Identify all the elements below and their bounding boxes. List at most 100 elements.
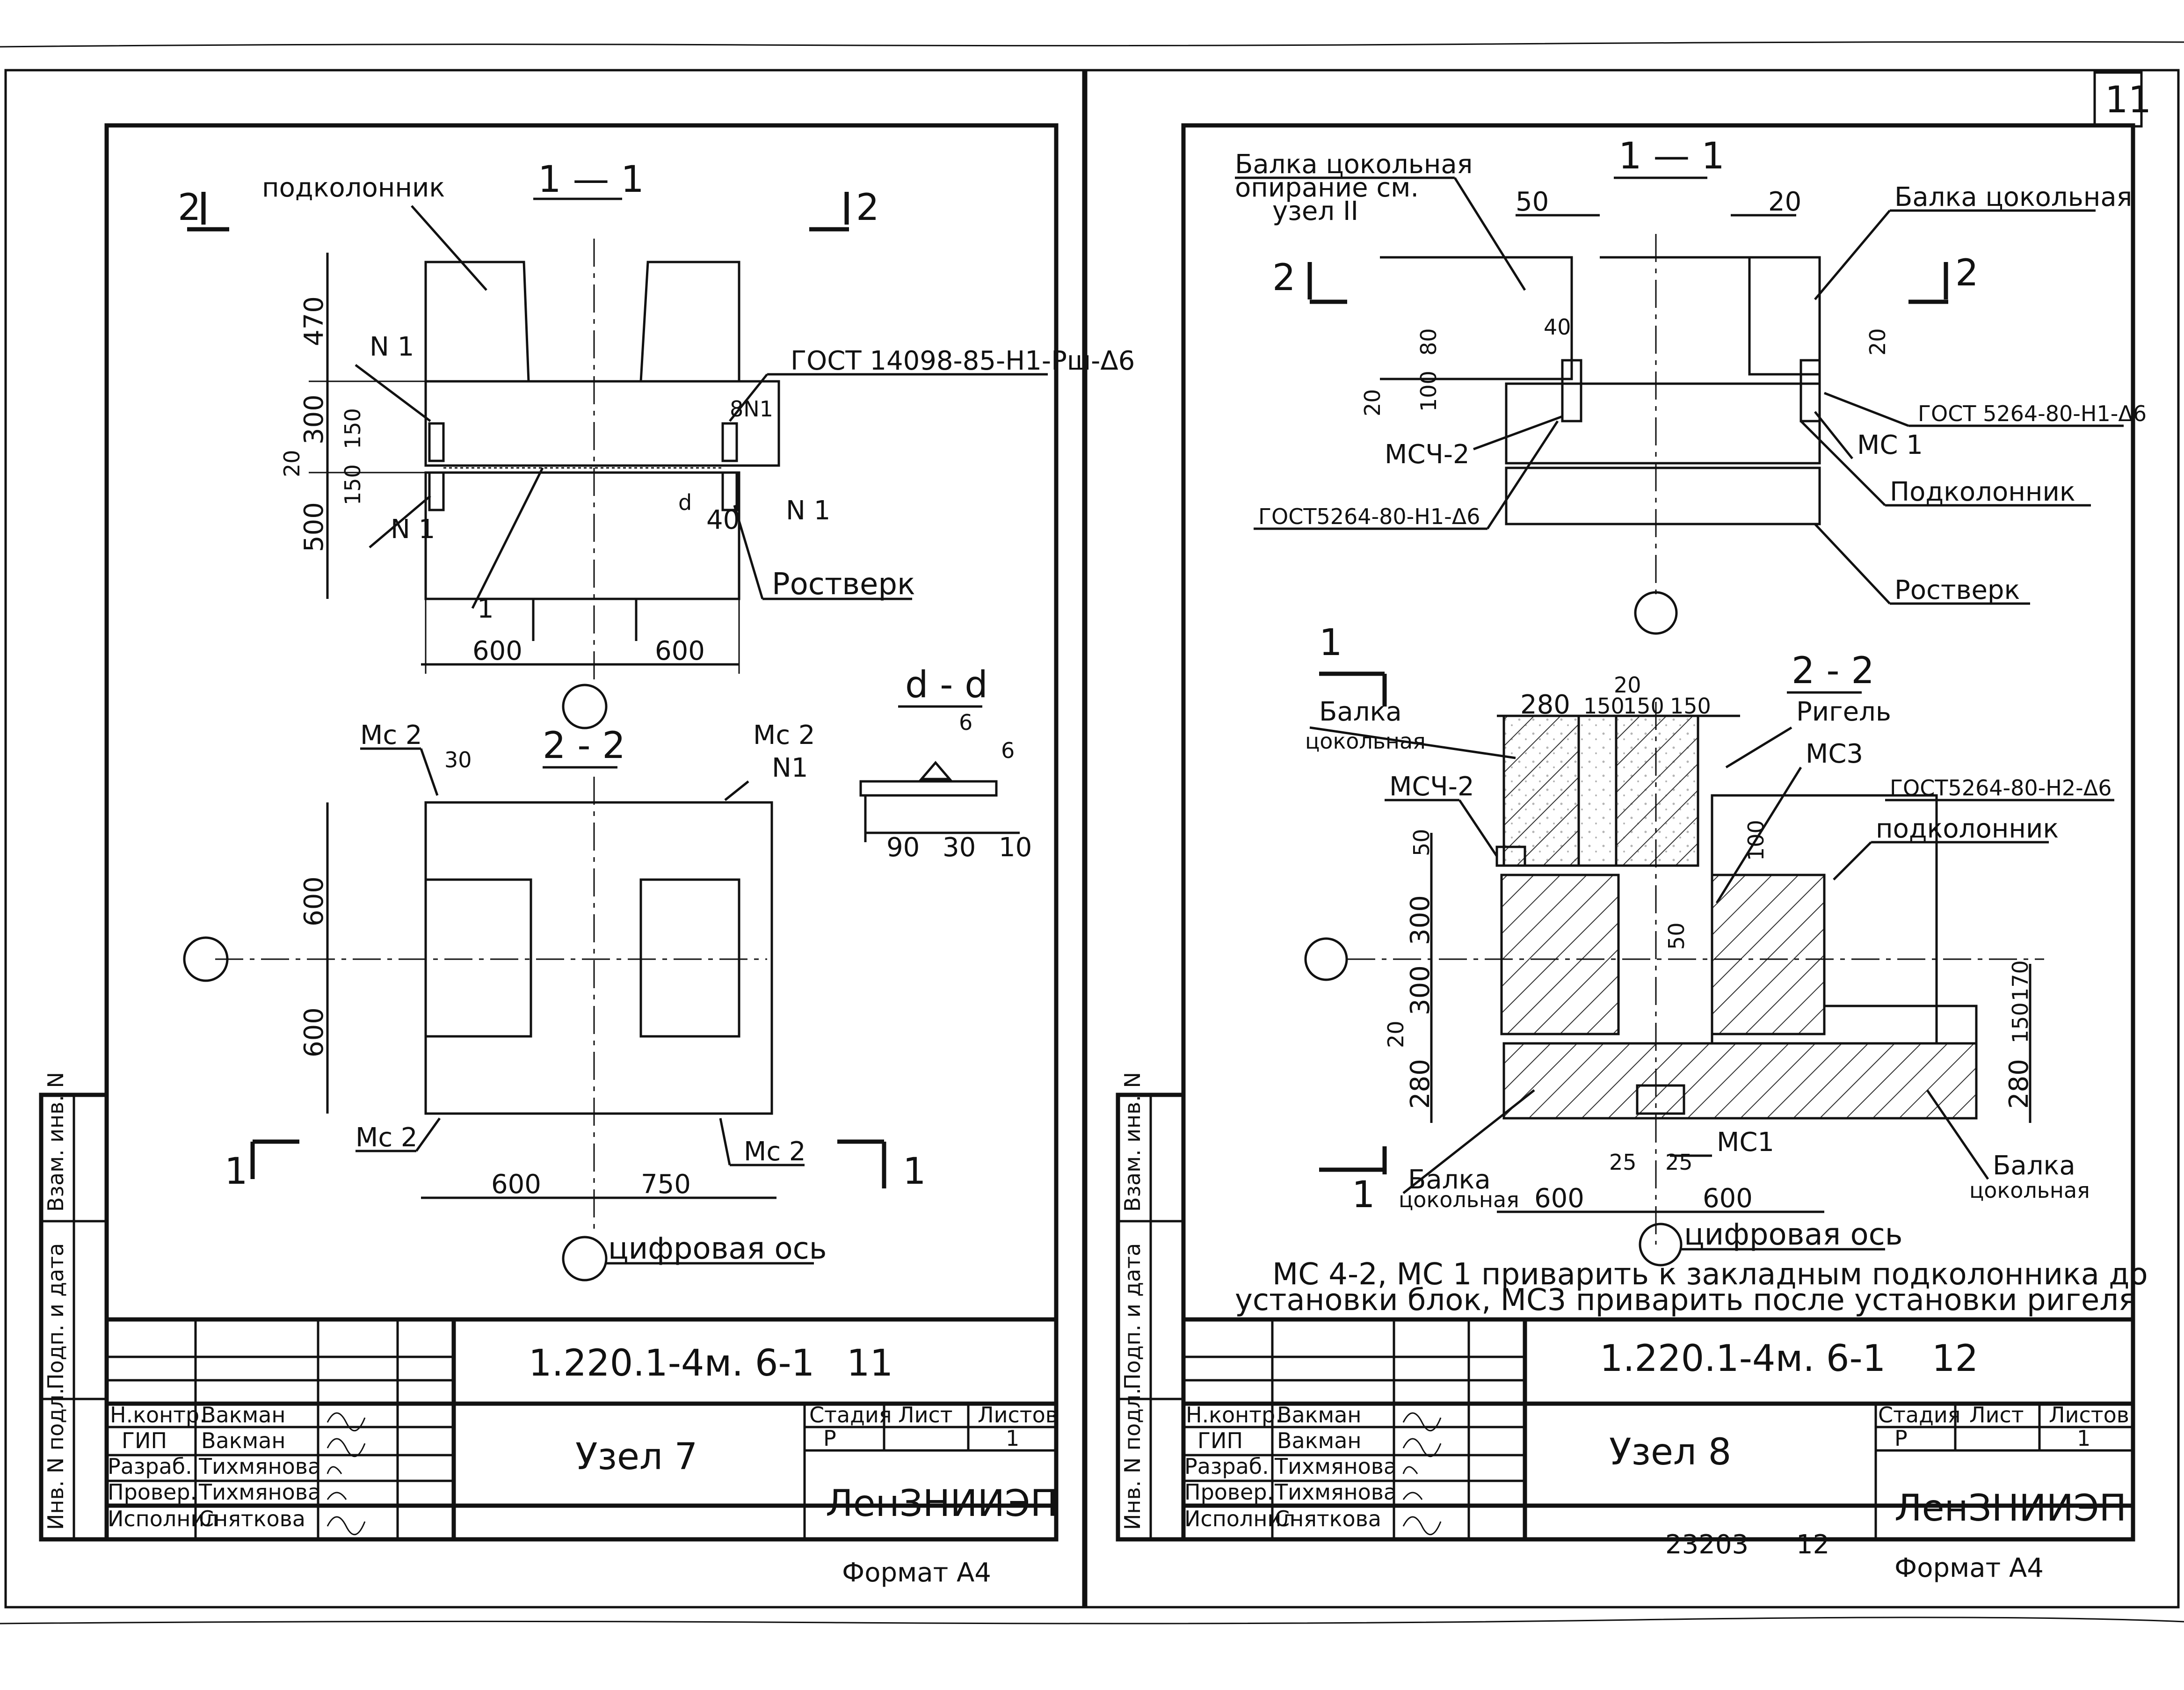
svg-text:25: 25 (1609, 1150, 1637, 1175)
svg-text:Вакман: Вакман (201, 1402, 286, 1428)
svg-text:600: 600 (299, 876, 329, 926)
svg-text:12: 12 (1796, 1530, 1829, 1560)
svg-text:30: 30 (943, 832, 976, 863)
svg-text:50: 50 (1409, 829, 1434, 856)
left-drawing: Инв. N подл. Подп. и дата Взам. инв. N 1… (39, 123, 1135, 1588)
svg-text:20: 20 (1768, 187, 1801, 217)
right-tb-name: Узел 8 (1609, 1431, 1731, 1473)
svg-text:600: 600 (1703, 1183, 1753, 1214)
svg-text:Н.контр.: Н.контр. (1186, 1402, 1282, 1428)
svg-text:150: 150 (1583, 693, 1625, 719)
svg-text:6: 6 (1001, 738, 1015, 763)
svg-text:100: 100 (1743, 820, 1769, 861)
right-label-rostverk: Ростверк (1894, 575, 2020, 605)
svg-text:Разраб.: Разраб. (108, 1454, 192, 1479)
svg-text:2: 2 (856, 187, 879, 229)
right-s11-title: 1 — 1 (1618, 135, 1725, 177)
svg-text:Провер.: Провер. (108, 1479, 197, 1505)
svg-text:Стадия: Стадия (1878, 1402, 1960, 1428)
right-drawing: 11 Инв. N подл. Подп. и дата Взам. инв. … (1116, 71, 2151, 1583)
svg-text:150: 150 (340, 408, 365, 449)
left-tb-code: 1.220.1-4м. 6-1 (529, 1342, 814, 1384)
svg-text:600: 600 (655, 636, 705, 666)
svg-text:600: 600 (472, 636, 522, 666)
left-section-1-1: 1 — 1 2 2 подколонник ГОСТ 14 (178, 159, 1135, 729)
svg-text:Вакман: Вакман (1277, 1402, 1362, 1428)
svg-text:20: 20 (1383, 1020, 1408, 1048)
svg-text:280: 280 (1405, 1059, 1436, 1109)
svg-text:300: 300 (1405, 895, 1436, 945)
svg-text:N1: N1 (772, 753, 808, 783)
svg-text:1: 1 (903, 1151, 926, 1193)
svg-text:Балка: Балка (1993, 1151, 2075, 1181)
right-tb-code: 1.220.1-4м. 6-1 (1600, 1338, 1886, 1380)
svg-text:300: 300 (1405, 965, 1436, 1015)
svg-text:1: 1 (1006, 1426, 1019, 1451)
svg-text:40: 40 (1544, 314, 1571, 340)
svg-text:1: 1 (2077, 1426, 2090, 1451)
svg-text:12: 12 (1932, 1338, 1978, 1380)
svg-text:280: 280 (1520, 690, 1570, 720)
svg-text:Н.контр.: Н.контр. (110, 1402, 206, 1428)
svg-text:150: 150 (1623, 693, 1664, 719)
svg-text:Ригель: Ригель (1796, 697, 1891, 727)
right-label-balka: Балка цокольная (1894, 182, 2132, 212)
left-tb-org: ЛенЗНИИЭП (826, 1483, 1058, 1525)
svg-text:Балка: Балка (1319, 697, 1402, 727)
svg-text:100: 100 (1416, 371, 1441, 412)
svg-text:2: 2 (1272, 257, 1296, 299)
right-section-2-2: 2 - 2 1 Балка цокольная Ригель МС3 ГОСТ5… (1304, 622, 2114, 1267)
left-section-2-2: 2 - 2 Мс 2 30 Мс 2 N1 600 600 Мс 2 Мс 2 … (183, 720, 926, 1282)
svg-text:280: 280 (2004, 1059, 2034, 1109)
svg-text:150: 150 (1670, 693, 1711, 719)
svg-text:Р: Р (823, 1426, 836, 1451)
right-section-1-1: 1 — 1 Балка цокольная опирание см. узел … (1235, 135, 2147, 635)
svg-text:20: 20 (1865, 328, 1890, 356)
svg-text:Листов: Листов (978, 1402, 1058, 1428)
svg-text:МС3: МС3 (1806, 739, 1863, 769)
svg-text:1: 1 (1319, 622, 1342, 664)
svg-text:Лист: Лист (898, 1402, 953, 1428)
svg-text:d: d (678, 490, 692, 515)
left-title-block: 1.220.1-4м. 6-1 11 Узел 7 Стадия Лист Ли… (104, 1317, 1059, 1588)
svg-text:8N1: 8N1 (730, 396, 773, 422)
svg-text:20: 20 (279, 450, 305, 477)
right-tb-org: ЛенЗНИИЭП (1894, 1487, 2126, 1530)
left-gost-label: ГОСТ 14098-85-Н1-Рш-Δ6 (791, 346, 1135, 376)
svg-text:150: 150 (2008, 1002, 2033, 1043)
svg-text:МС1: МС1 (1717, 1127, 1774, 1158)
svg-text:Разраб.: Разраб. (1184, 1454, 1269, 1479)
left-section-d-d: d - d 6 6 90 30 10 (859, 664, 1032, 863)
svg-text:Тихмянова: Тихмянова (1274, 1454, 1397, 1479)
right-inner-frame (1181, 123, 2135, 1508)
right-label-balka-support: Балка цокольная (1235, 149, 1473, 180)
right-label-podkolonnik-22: подколонник (1876, 814, 2059, 844)
svg-text:40: 40 (706, 505, 740, 535)
svg-text:опирание см.: опирание см. (1235, 173, 1419, 203)
svg-text:Мс 2: Мс 2 (360, 720, 422, 750)
left-s11-title: 1 — 1 (538, 159, 644, 201)
svg-text:N 1: N 1 (786, 495, 830, 526)
right-label-mch2-22: МСЧ-2 (1389, 772, 1474, 802)
svg-text:6: 6 (959, 710, 972, 735)
svg-text:23203: 23203 (1665, 1530, 1749, 1560)
svg-text:90: 90 (886, 832, 920, 863)
right-side-label-inv: Инв. N подл. (1120, 1388, 1145, 1530)
svg-text:25: 25 (1665, 1150, 1693, 1175)
right-note-line2: установки блок, МС3 приварить после уста… (1235, 1283, 2137, 1318)
svg-text:Снятковa: Снятковa (199, 1506, 305, 1531)
svg-text:Р: Р (1894, 1426, 1908, 1451)
svg-text:ГИП: ГИП (122, 1428, 167, 1453)
svg-text:Тихмянова: Тихмянова (1274, 1479, 1397, 1505)
top-cut-line (0, 41, 2184, 48)
svg-text:500: 500 (299, 502, 329, 552)
right-axis-label: цифровая ось (1684, 1217, 1903, 1252)
svg-text:узел II: узел II (1272, 196, 1358, 226)
svg-text:N 1: N 1 (391, 514, 435, 545)
svg-text:50: 50 (1664, 922, 1689, 950)
left-tb-name: Узел 7 (575, 1436, 697, 1478)
left-s22-title: 2 - 2 (543, 725, 625, 767)
svg-text:20: 20 (1614, 672, 1641, 698)
svg-text:Исполнил: Исполнил (108, 1506, 218, 1531)
